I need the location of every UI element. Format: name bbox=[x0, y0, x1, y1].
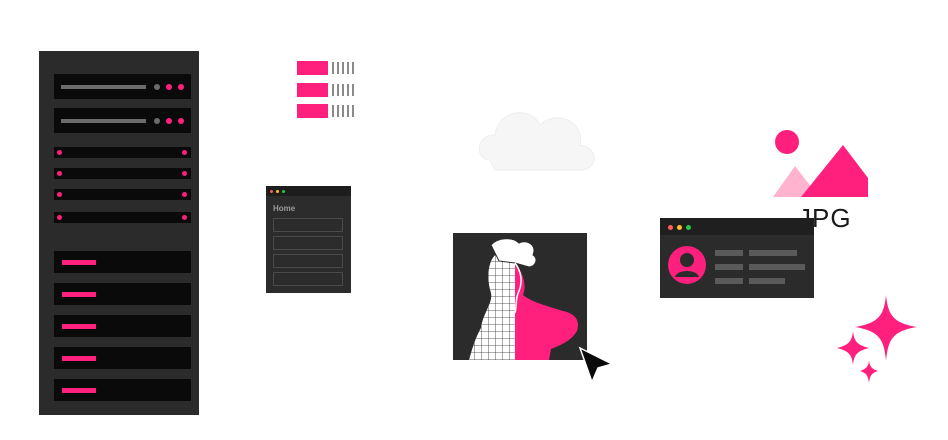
rack-unit bbox=[54, 189, 191, 200]
cursor-icon bbox=[578, 346, 615, 385]
sparkle-icon bbox=[837, 295, 917, 383]
image-file-icon: JPG bbox=[765, 98, 871, 238]
rack-unit bbox=[54, 212, 191, 223]
statue-image-icon bbox=[453, 233, 587, 360]
rack-bay bbox=[54, 283, 191, 305]
form-field bbox=[273, 218, 343, 232]
form-field bbox=[273, 272, 343, 286]
rack-unit bbox=[54, 74, 191, 99]
user-profile-icon bbox=[660, 218, 814, 298]
server-rack-icon bbox=[39, 51, 199, 415]
rack-bay bbox=[54, 347, 191, 369]
app-window-icon: Home bbox=[266, 186, 351, 293]
rack-unit bbox=[54, 168, 191, 179]
form-field bbox=[273, 254, 343, 268]
form-field bbox=[273, 236, 343, 250]
window-heading: Home bbox=[273, 204, 296, 213]
rack-bay bbox=[54, 315, 191, 337]
cloud-icon bbox=[478, 112, 595, 171]
avatar bbox=[668, 246, 706, 284]
rack-bay bbox=[54, 379, 191, 401]
rack-bay bbox=[54, 251, 191, 273]
rack-unit bbox=[54, 108, 191, 133]
rack-unit bbox=[54, 147, 191, 158]
